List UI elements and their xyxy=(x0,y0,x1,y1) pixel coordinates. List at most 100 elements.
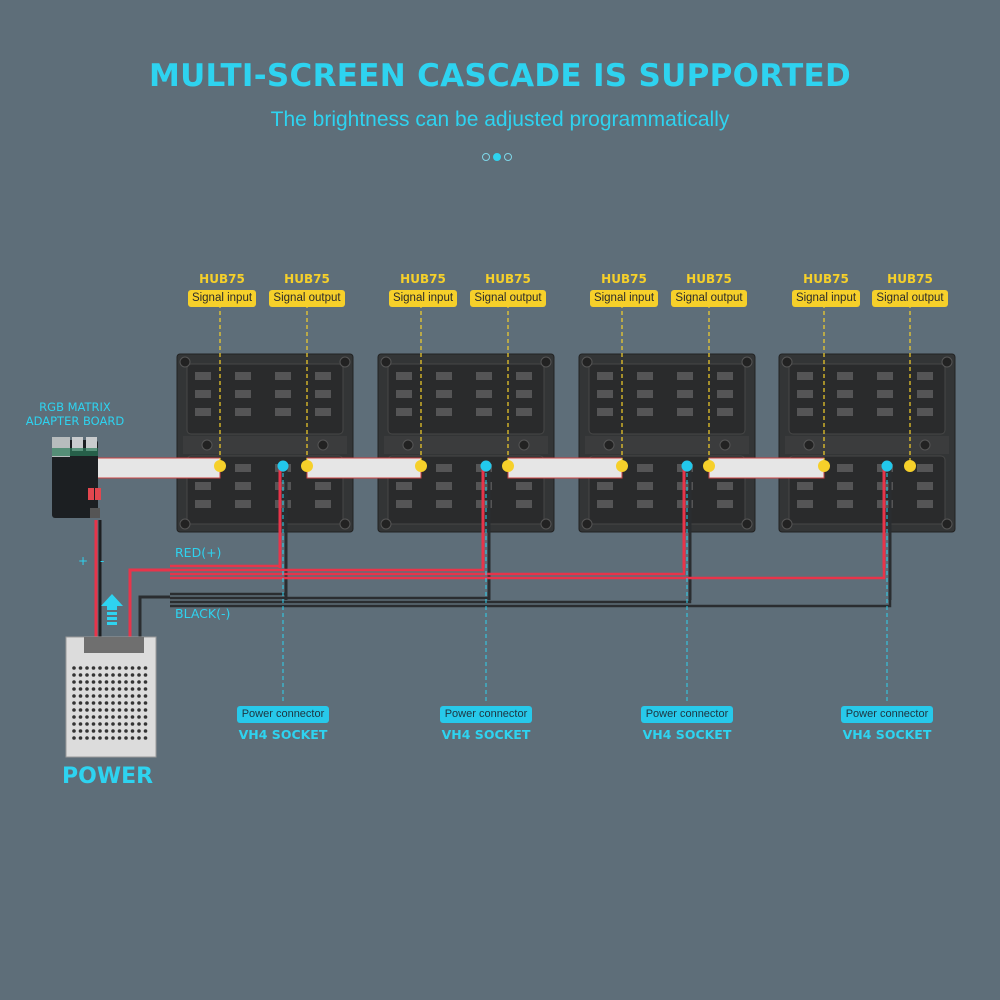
led-panel xyxy=(377,353,555,533)
vent-hole xyxy=(124,694,128,698)
vent-hole xyxy=(130,687,135,691)
hub75-title: HUB75 xyxy=(887,272,933,286)
power-connector-marker xyxy=(480,460,492,472)
ribbon-cable xyxy=(507,457,623,479)
signal-output-marker xyxy=(301,460,313,472)
vh4-socket-label: VH4 SOCKET xyxy=(238,727,328,742)
vent-hole xyxy=(98,701,102,705)
vent-hole xyxy=(117,729,122,733)
vent-hole xyxy=(104,701,109,705)
black-bus-wire xyxy=(170,540,491,600)
vent-hole xyxy=(137,722,141,726)
vent-hole xyxy=(143,687,148,691)
vent-hole xyxy=(91,666,96,670)
vent-hole xyxy=(104,715,109,719)
vent-hole xyxy=(104,666,109,670)
vent-hole xyxy=(143,673,148,677)
vent-hole xyxy=(130,701,135,705)
hub75-title: HUB75 xyxy=(601,272,647,286)
vent-hole xyxy=(137,666,141,670)
vent-hole xyxy=(143,722,148,726)
vent-hole xyxy=(124,680,128,684)
vent-hole xyxy=(104,680,109,684)
vent-hole xyxy=(78,715,83,719)
vh4-socket-label: VH4 SOCKET xyxy=(842,727,932,742)
vent-hole xyxy=(98,666,102,670)
vent-hole xyxy=(91,715,96,719)
vent-hole xyxy=(111,736,115,740)
power-connector-marker xyxy=(881,460,893,472)
adapter-label-line1: RGB MATRIX xyxy=(39,400,111,414)
vent-hole xyxy=(111,666,115,670)
hub75-title: HUB75 xyxy=(284,272,330,286)
ribbon-cables xyxy=(94,457,825,479)
vent-hole xyxy=(124,736,128,740)
hub75-title: HUB75 xyxy=(686,272,732,286)
vent-hole xyxy=(143,666,148,670)
vent-hole xyxy=(117,673,122,677)
led-panel xyxy=(578,353,756,533)
vent-hole xyxy=(78,736,83,740)
vent-hole xyxy=(91,729,96,733)
vent-hole xyxy=(137,708,141,712)
vent-hole xyxy=(85,715,89,719)
vent-hole xyxy=(111,673,115,677)
vent-hole xyxy=(91,680,96,684)
vent-hole xyxy=(72,729,76,733)
red-bus-wire xyxy=(170,540,282,568)
vent-hole xyxy=(117,687,122,691)
vent-hole xyxy=(130,708,135,712)
vent-hole xyxy=(78,666,83,670)
vent-hole xyxy=(72,673,76,677)
vh4-socket-label: VH4 SOCKET xyxy=(441,727,531,742)
vent-hole xyxy=(91,701,96,705)
vent-hole xyxy=(111,708,115,712)
signal-input-marker xyxy=(415,460,427,472)
power-label: POWER xyxy=(62,764,154,789)
vent-hole xyxy=(78,722,83,726)
vent-hole xyxy=(72,666,76,670)
page-subtitle: The brightness can be adjusted programma… xyxy=(270,108,730,131)
vent-hole xyxy=(98,687,102,691)
signal-output-marker xyxy=(904,460,916,472)
vent-hole xyxy=(117,736,122,740)
vent-hole xyxy=(78,729,83,733)
vent-hole xyxy=(104,694,109,698)
signal-tag: Signal output xyxy=(671,290,747,307)
pagination-dot[interactable] xyxy=(504,153,512,161)
signal-tag: Signal input xyxy=(388,290,458,307)
vent-hole xyxy=(124,687,128,691)
vent-hole xyxy=(137,680,141,684)
vent-hole xyxy=(117,722,122,726)
hub75-title: HUB75 xyxy=(199,272,245,286)
vent-hole xyxy=(85,673,89,677)
vent-hole xyxy=(117,708,122,712)
vent-hole xyxy=(111,687,115,691)
vent-hole xyxy=(124,701,128,705)
vent-hole xyxy=(72,715,76,719)
power-wiring xyxy=(94,466,892,640)
signal-input-marker xyxy=(214,460,226,472)
adapter-board-label: RGB MATRIX ADAPTER BOARD xyxy=(10,400,140,428)
vent-hole xyxy=(130,694,135,698)
adapter-label-line2: ADAPTER BOARD xyxy=(25,414,125,428)
vent-hole xyxy=(98,673,102,677)
vent-hole xyxy=(104,729,109,733)
pagination-dot[interactable] xyxy=(482,153,490,161)
vent-hole xyxy=(130,715,135,719)
vent-hole xyxy=(85,666,89,670)
pagination-dot-active[interactable] xyxy=(493,153,501,161)
connector-markers xyxy=(214,304,916,702)
vent-hole xyxy=(98,715,102,719)
vent-hole xyxy=(130,736,135,740)
vent-hole xyxy=(130,722,135,726)
vent-hole xyxy=(91,694,96,698)
vent-hole xyxy=(104,736,109,740)
vent-hole xyxy=(72,680,76,684)
signal-tag: Signal output xyxy=(269,290,345,307)
